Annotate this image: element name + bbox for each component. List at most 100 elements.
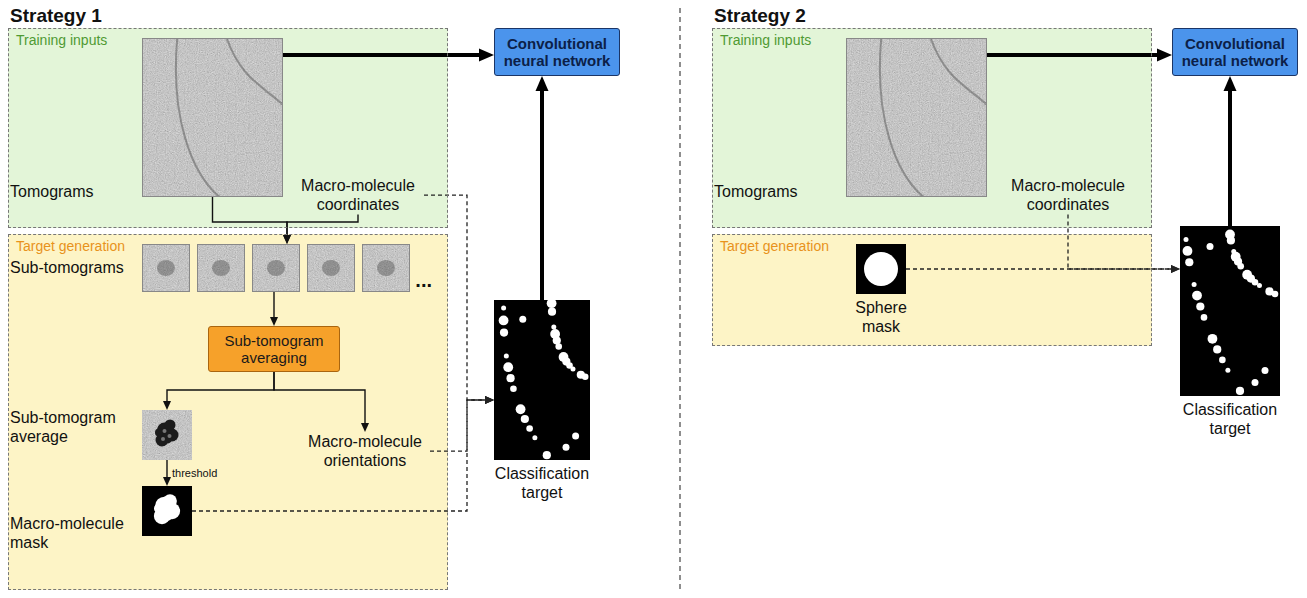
edge-label: threshold (172, 467, 217, 479)
arrow-head (485, 396, 494, 404)
particle-dot (1262, 367, 1269, 374)
arrow-head (283, 235, 291, 244)
arrow-head (485, 396, 494, 404)
noise-ground (142, 410, 192, 460)
mask-image: Macro-molecule mask (142, 486, 192, 536)
connector-line (987, 53, 1162, 57)
node-text: Sub-tomogram averaging (215, 332, 333, 367)
membrane (880, 38, 924, 197)
node-text: Macro-molecule orientations (300, 432, 430, 470)
panel-ground (8, 28, 448, 228)
connector-line (283, 53, 484, 57)
connector (536, 76, 549, 300)
image-caption: Tomograms (714, 182, 838, 201)
particle-dot (503, 362, 513, 372)
subtomogram-strip: Sub-tomograms... (142, 244, 432, 292)
particle-dot (519, 316, 526, 323)
connector-line (540, 87, 544, 301)
panel-heading: Target generation (720, 238, 829, 254)
connector-line (274, 372, 365, 426)
arrow-head (1157, 49, 1172, 62)
figure (142, 486, 192, 536)
particle-dot (1201, 314, 1208, 321)
particle-dot (1196, 302, 1204, 310)
image-caption: Sub-tomogram average (10, 408, 134, 446)
tile-border (198, 245, 245, 292)
connector (274, 372, 369, 432)
tile-border (143, 245, 190, 292)
particle-dot (1237, 263, 1244, 270)
density-blob (154, 504, 164, 514)
input-panel: Training inputsTomogramsMacro-molecule c… (8, 28, 448, 228)
membrane (931, 38, 987, 105)
target-ground (1180, 226, 1280, 396)
density-detail (168, 434, 172, 438)
particle-dot (521, 415, 529, 423)
particle-dot (1257, 283, 1262, 288)
tomogram-image: Tomograms (846, 38, 987, 197)
particle-blob (322, 260, 340, 276)
particle-dot (551, 325, 556, 330)
particle-dot (526, 425, 533, 432)
subtomogram-tile (197, 244, 245, 292)
density-blob (165, 420, 176, 431)
image-caption: Classification target (1170, 400, 1290, 438)
connector-line (167, 372, 274, 404)
arrow-head (1224, 76, 1237, 91)
connector (283, 49, 494, 62)
arrow-head (283, 235, 291, 244)
figure (1180, 226, 1280, 396)
connector (270, 292, 278, 326)
noise-ground (846, 38, 987, 197)
ellipsis-mark: ... (415, 270, 432, 290)
particle-blob (212, 260, 230, 276)
image-caption: Macro-molecule mask (10, 514, 134, 552)
connector (213, 197, 292, 244)
tile-border (308, 245, 355, 292)
arrow-head (536, 76, 549, 91)
target-image: Classification target (1180, 226, 1280, 396)
connector-line (192, 400, 488, 511)
connector (163, 372, 274, 410)
particle-dot (1225, 368, 1230, 373)
particle-dot (555, 343, 562, 350)
panel-ground (712, 234, 1152, 346)
figure (856, 244, 906, 294)
coordinates-text: Macro-molecule coordinates (1002, 176, 1134, 214)
membrane (227, 38, 283, 105)
density-blob (155, 429, 163, 437)
arrow-head (163, 477, 171, 486)
connector (987, 49, 1172, 62)
average-image: Sub-tomogram average (142, 410, 192, 460)
particle-dot (1227, 236, 1235, 244)
image-caption: Sub-tomograms (10, 258, 134, 277)
particle-dot (506, 374, 514, 382)
particle-dot (1184, 237, 1189, 242)
arrow-head (270, 317, 278, 326)
strategy-divider (679, 8, 680, 592)
connector (1068, 214, 1180, 273)
connector-line (213, 197, 288, 238)
network-box: Convolutional neural network (494, 28, 620, 76)
particle-dot (572, 433, 579, 440)
subtomogram-tile (307, 244, 355, 292)
particle-dot (1183, 246, 1193, 256)
particle-dot (510, 386, 517, 393)
panel-heading: Training inputs (16, 32, 107, 48)
connector-line (273, 292, 274, 320)
particle-dot (504, 353, 509, 358)
density-blob (162, 433, 173, 444)
tomogram-image: Tomograms (142, 38, 283, 197)
connector (283, 214, 358, 244)
particle-dot (547, 300, 557, 308)
mask-ground (142, 486, 192, 536)
particle-blob (157, 260, 175, 276)
connector-line (1068, 214, 1174, 269)
figure (494, 300, 590, 460)
sphere-mask-image: Sphere mask (856, 244, 906, 294)
mask-ground (856, 244, 906, 294)
particle-dot (1192, 291, 1202, 301)
particle-dot (582, 374, 589, 381)
membrane (176, 38, 220, 197)
